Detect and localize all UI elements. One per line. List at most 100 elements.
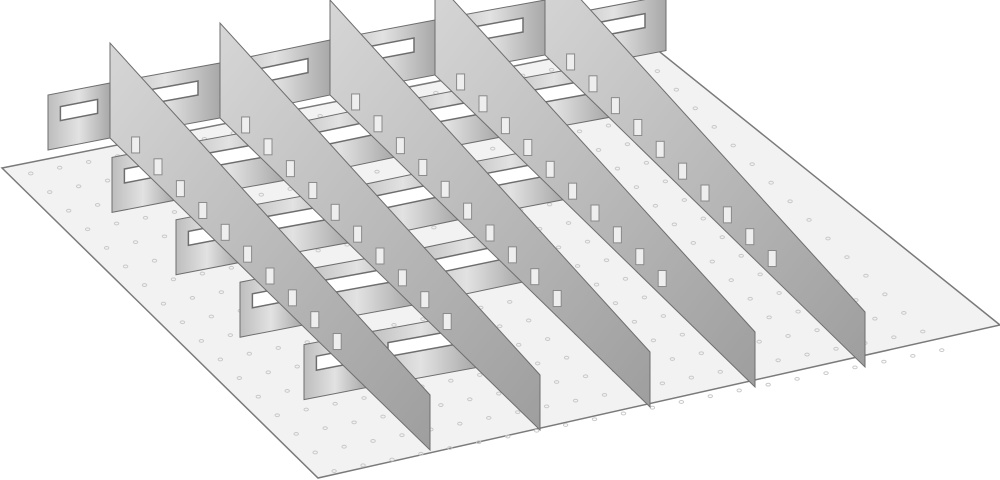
plate-hole bbox=[603, 258, 610, 263]
plate-hole bbox=[572, 398, 579, 403]
plate-hole bbox=[601, 392, 608, 397]
plate-hole bbox=[315, 248, 321, 253]
plate-hole bbox=[293, 431, 299, 436]
plate-hole bbox=[274, 413, 280, 418]
plate-hole bbox=[374, 169, 380, 174]
plate-hole bbox=[389, 457, 395, 462]
plate-hole bbox=[284, 389, 290, 393]
long-divider bbox=[219, 21, 541, 432]
plate-hole bbox=[939, 348, 945, 353]
plate-hole bbox=[179, 320, 186, 325]
plate-hole bbox=[692, 106, 698, 111]
slot-notch bbox=[610, 97, 620, 115]
plate-hole bbox=[228, 265, 235, 270]
slot-notch bbox=[523, 138, 533, 156]
plate-hole bbox=[749, 162, 755, 167]
plate-hole bbox=[476, 440, 482, 445]
plate-hole bbox=[370, 439, 376, 443]
plate-hole bbox=[490, 146, 496, 151]
plate-hole bbox=[477, 373, 483, 377]
plate-hole bbox=[525, 318, 532, 323]
cross-divider bbox=[47, 82, 111, 151]
plate-hole bbox=[707, 394, 713, 399]
plate-hole bbox=[275, 346, 281, 350]
plate-hole bbox=[690, 241, 697, 245]
plate-hole bbox=[631, 319, 638, 324]
plate-hole bbox=[730, 143, 736, 148]
plate-hole bbox=[882, 292, 888, 297]
plate-hole bbox=[612, 301, 619, 306]
plate-hole bbox=[151, 258, 158, 263]
slot-notch bbox=[700, 184, 710, 202]
plate-hole bbox=[543, 404, 550, 409]
plate-hole bbox=[688, 375, 695, 380]
plate-hole bbox=[920, 329, 926, 334]
long-divider-panel bbox=[544, 0, 866, 369]
slot-notch bbox=[612, 226, 622, 244]
slot-notch bbox=[353, 225, 363, 243]
plate-hole bbox=[170, 277, 177, 282]
plate-hole bbox=[104, 178, 111, 183]
plate-hole bbox=[910, 353, 916, 358]
plate-hole bbox=[496, 391, 502, 396]
plate-hole bbox=[75, 184, 82, 189]
plate-hole bbox=[457, 421, 463, 426]
plate-hole bbox=[258, 192, 264, 197]
long-divider-panel bbox=[329, 0, 651, 409]
plate-hole bbox=[332, 401, 338, 406]
plate-hole bbox=[719, 235, 725, 240]
plate-hole bbox=[113, 221, 120, 226]
plate-hole bbox=[351, 420, 357, 425]
plate-hole bbox=[582, 374, 589, 379]
slot-notch bbox=[131, 136, 141, 154]
plate-hole bbox=[516, 342, 522, 347]
slot-notch bbox=[175, 180, 185, 198]
plate-hole bbox=[47, 190, 53, 194]
slot-notch bbox=[220, 223, 230, 241]
plate-hole bbox=[814, 328, 820, 333]
plate-hole bbox=[57, 165, 63, 170]
plate-hole bbox=[757, 272, 763, 277]
plate-hole bbox=[546, 202, 553, 207]
plate-hole bbox=[679, 332, 686, 337]
plate-hole bbox=[622, 276, 629, 281]
plate-hole bbox=[189, 296, 196, 300]
slot-notch bbox=[590, 204, 600, 222]
plate-hole bbox=[507, 299, 513, 304]
plate-hole bbox=[641, 295, 648, 300]
plate-hole bbox=[700, 216, 706, 221]
long-divider bbox=[329, 0, 651, 409]
plate-hole bbox=[236, 376, 243, 380]
plate-hole bbox=[595, 148, 602, 152]
plate-hole bbox=[766, 315, 772, 320]
plate-hole bbox=[563, 355, 570, 360]
plate-hole bbox=[420, 317, 426, 322]
slot-notch bbox=[588, 75, 598, 93]
long-divider bbox=[544, 0, 866, 369]
plate-hole bbox=[852, 365, 858, 370]
plate-hole bbox=[341, 444, 347, 449]
plate-hole bbox=[659, 381, 666, 386]
plate-hole bbox=[717, 369, 723, 374]
plate-hole bbox=[872, 316, 878, 321]
plate-hole bbox=[584, 239, 591, 244]
slot-notch bbox=[478, 95, 488, 113]
plate-hole bbox=[505, 434, 511, 439]
plate-hole bbox=[649, 405, 656, 410]
plate-hole bbox=[765, 382, 771, 387]
slot-notch bbox=[397, 269, 407, 287]
plate-hole bbox=[447, 446, 453, 450]
plate-hole bbox=[660, 314, 667, 318]
plate-hole bbox=[768, 180, 774, 185]
slot-notch bbox=[678, 162, 688, 180]
plate-hole bbox=[265, 370, 271, 375]
plate-hole bbox=[654, 69, 661, 73]
long-divider-panel bbox=[219, 21, 541, 432]
slot-notch bbox=[330, 203, 340, 221]
plate-hole bbox=[825, 236, 831, 241]
plate-hole bbox=[804, 352, 810, 357]
slot-notch bbox=[375, 247, 385, 265]
plate-hole bbox=[122, 264, 129, 269]
slot-notch bbox=[655, 140, 665, 158]
plate-hole bbox=[591, 417, 598, 422]
